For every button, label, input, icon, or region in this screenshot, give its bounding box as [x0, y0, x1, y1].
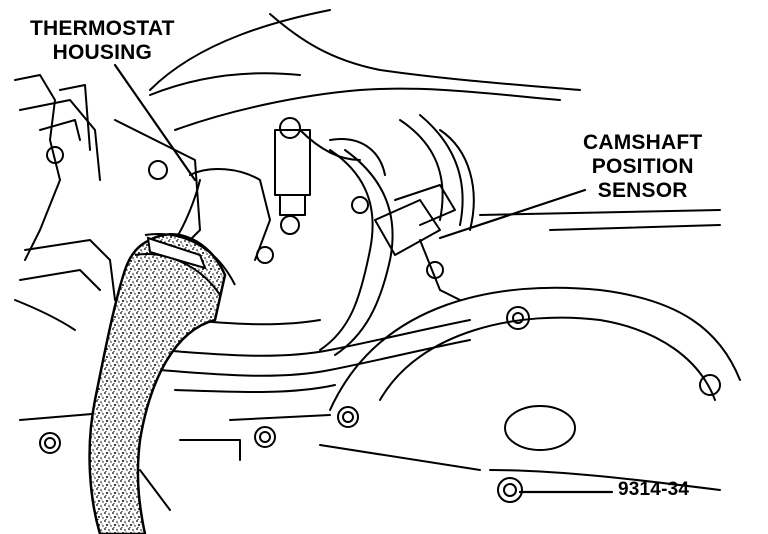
- cam-sensor-leader-line: [438, 188, 587, 240]
- cam-label-line-2: POSITION: [591, 155, 694, 178]
- thermostat-housing-label: THERMOSTAT HOUSING: [30, 17, 175, 65]
- cam-sensor-body: [374, 199, 441, 256]
- thermostat-label-line-2: HOUSING: [52, 41, 153, 64]
- camshaft-position-sensor-label: CAMSHAFT POSITION SENSOR: [583, 131, 702, 203]
- thermostat-leader-line: [113, 63, 197, 182]
- timing-cover: [329, 286, 741, 411]
- thermostat-label-line-1: THERMOSTAT: [30, 17, 175, 40]
- cam-label-line-1: CAMSHAFT: [583, 131, 703, 154]
- figure-number: 9314-34: [618, 479, 690, 500]
- cam-label-line-3: SENSOR: [597, 179, 688, 202]
- upper-hose-outline: [149, 9, 331, 91]
- radiator-hose: [88, 232, 227, 534]
